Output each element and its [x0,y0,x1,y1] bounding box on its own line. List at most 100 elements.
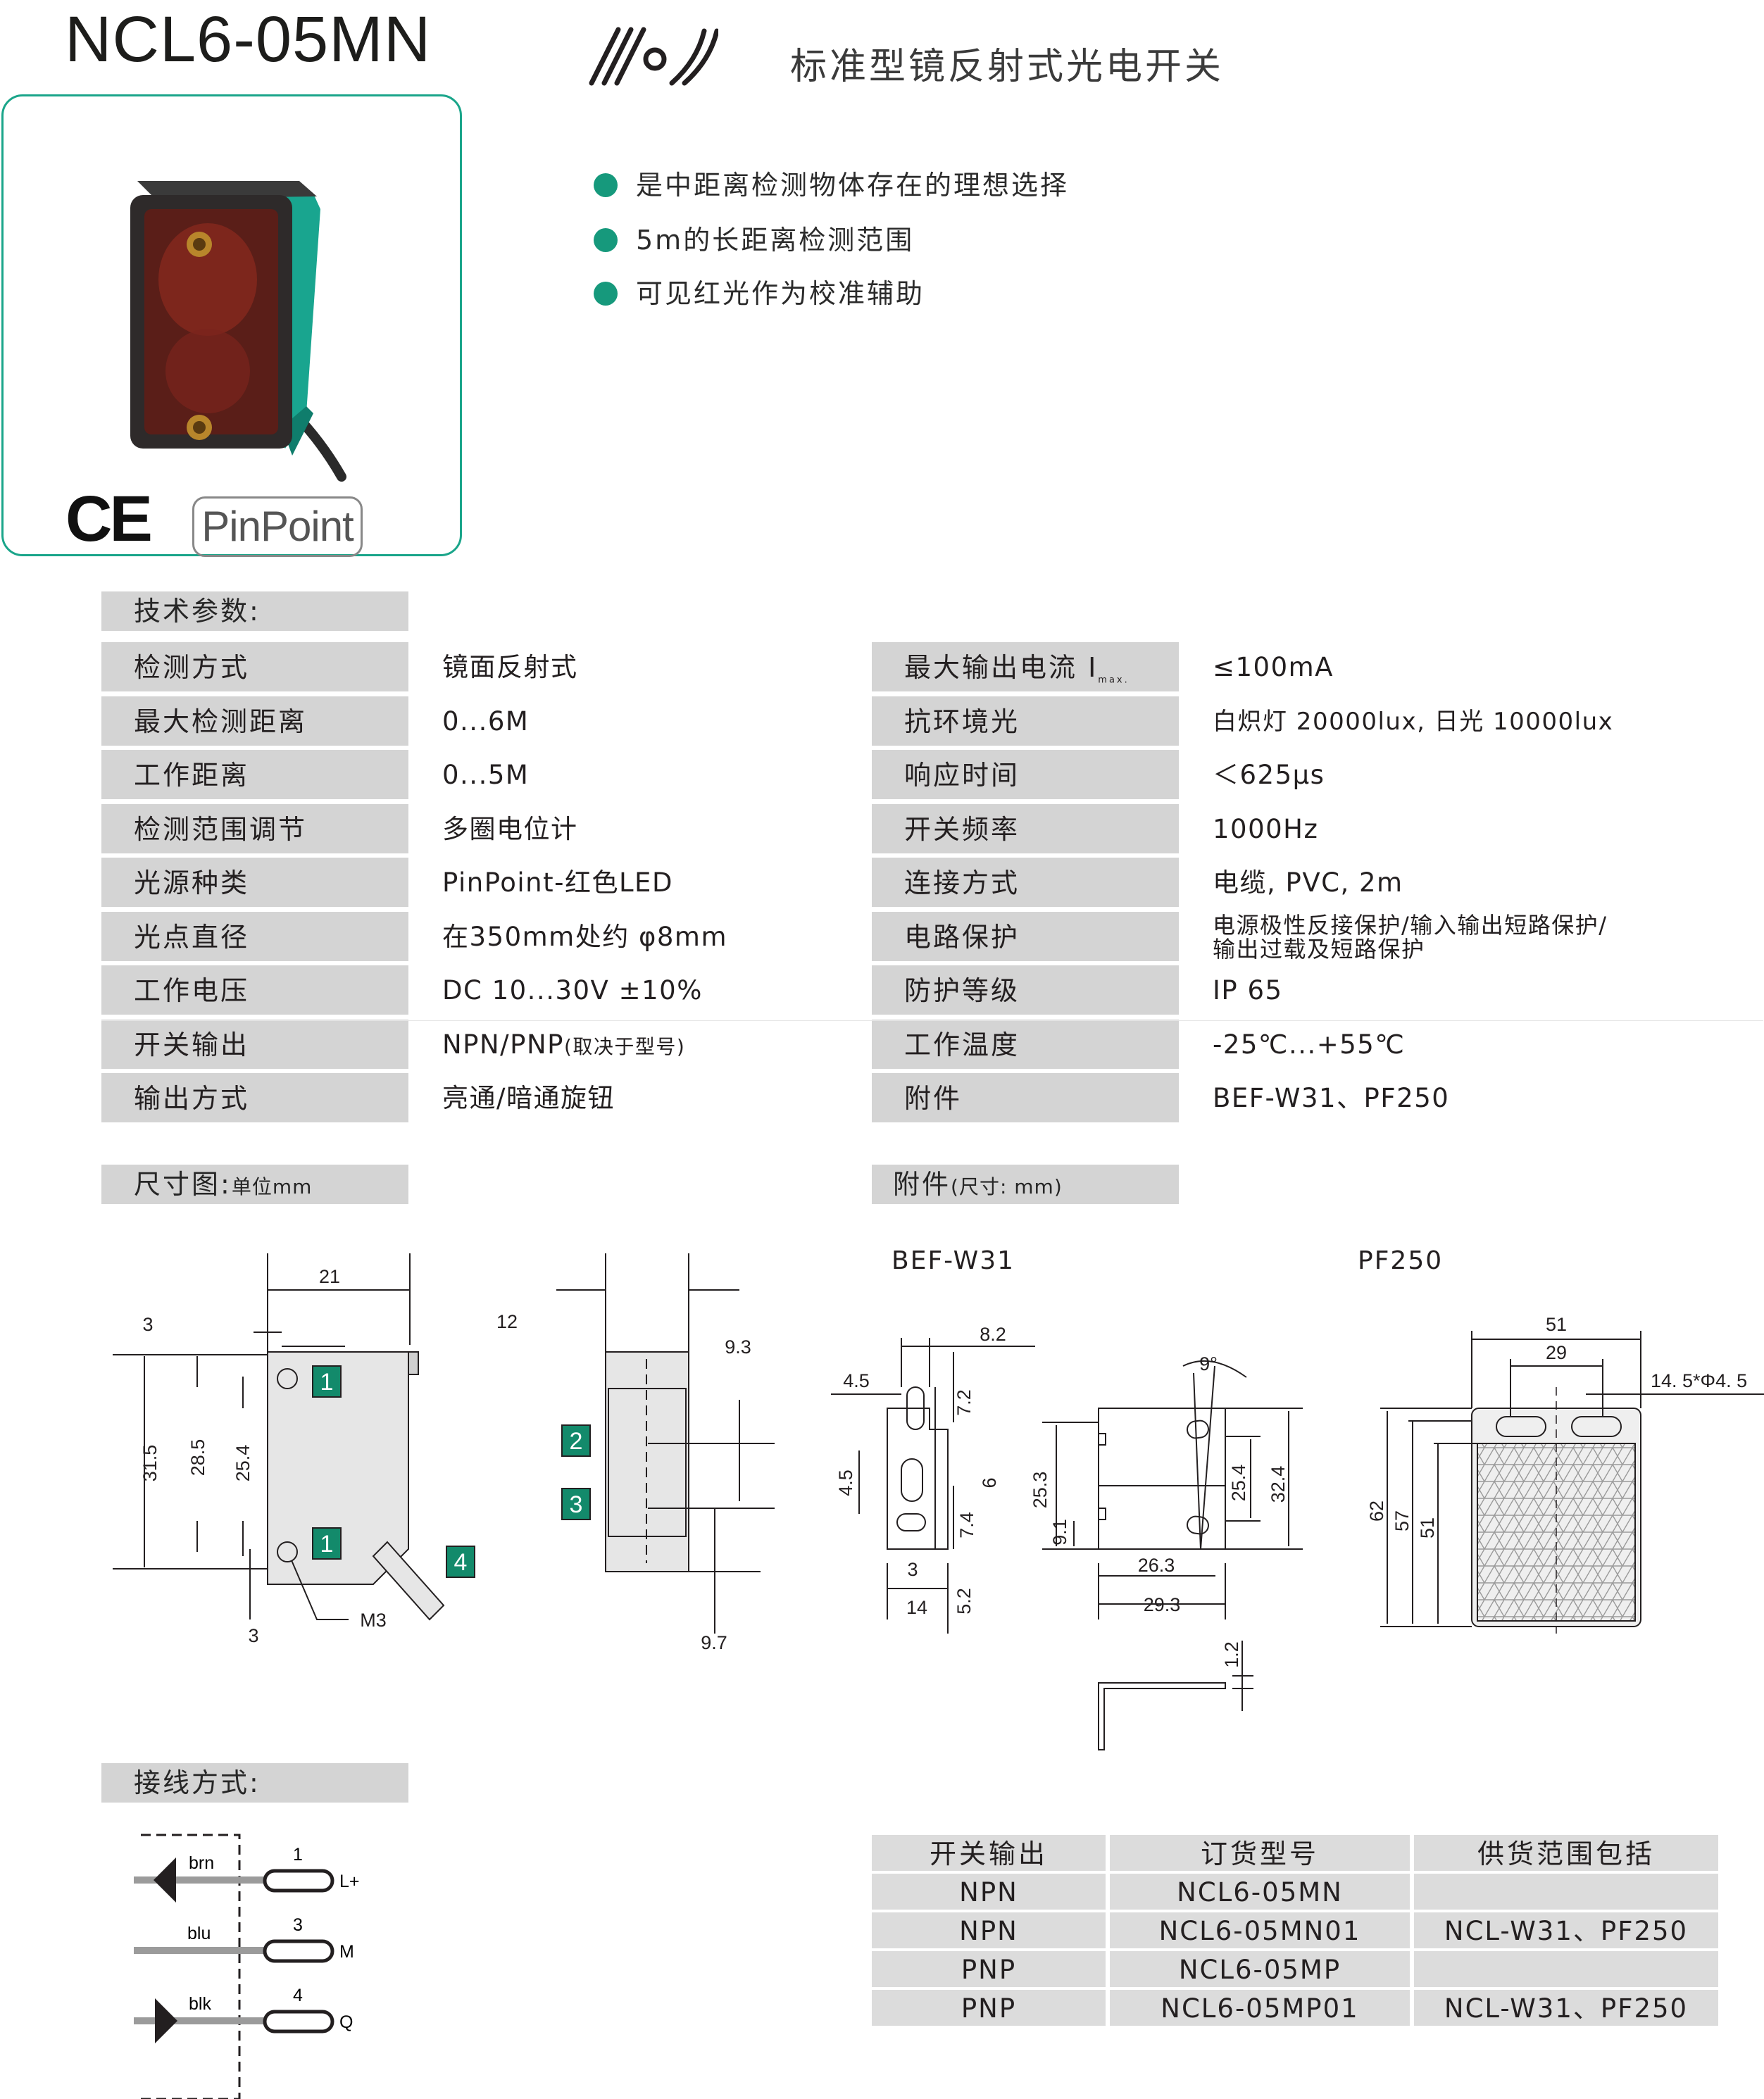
spec-label: 最大输出电流 Imax. [872,642,1179,691]
spec-value: 电缆, PVC, 2m [1213,867,1403,898]
spec-label: 电路保护 [872,911,1179,961]
accessories-header: 附件(尺寸: mm) [872,1165,1179,1204]
dim-label: 25.4 [1228,1465,1249,1502]
spec-value: 0...5M [442,760,530,790]
dim-label: 9.7 [701,1632,727,1653]
wire-color: brn [189,1853,214,1873]
dim-label: 6 [979,1477,1000,1488]
spec-label: 检测范围调节 [101,803,408,853]
tech-params-header: 技术参数: [101,591,408,631]
dim-label: 25.4 [232,1445,254,1482]
feature-item: 是中距离检测物体存在的理想选择 [594,163,1069,202]
bullet-dot-icon [594,281,618,306]
dim-label: 32.4 [1268,1466,1289,1503]
wire-signal: M [339,1942,354,1962]
spec-row: 工作电压 DC 10...30V ±10% 防护等级 IP 65 [101,965,1763,1020]
order-cell [1414,1951,1718,1987]
spec-label: 防护等级 [872,965,1179,1015]
wire-pin: 3 [293,1915,303,1935]
model-title: NCL6-05MN [65,4,432,75]
dim-label: 51 [1417,1517,1438,1539]
ce-mark-logo: CE [65,483,153,555]
order-cell: NCL-W31、PF250 [1414,1990,1718,2026]
spec-value: ≤100mA [1213,652,1334,682]
spec-label: 检测方式 [101,642,408,691]
spec-label: 开关频率 [872,803,1179,853]
spec-value: -25℃...+55℃ [1213,1029,1406,1060]
page-subtitle: 标准型镜反射式光电开关 [790,46,1225,88]
divider [101,1020,1763,1021]
spec-value: 多圈电位计 [442,813,578,844]
dim-label: 9.3 [725,1336,751,1358]
feature-item: 5m的长距离检测范围 [594,218,914,257]
svg-text:2: 2 [570,1428,583,1455]
order-cell: NPN [872,1912,1106,1948]
dim-label: 57 [1391,1510,1413,1531]
wire-pin: 1 [293,1845,303,1865]
spec-value: 0...6M [442,706,530,737]
sensor-photo [130,181,346,482]
reflective-sensor-icon [589,27,718,86]
spec-label: 抗环境光 [872,696,1179,746]
svg-text:4: 4 [454,1549,468,1576]
dim-label: 1.2 [1221,1641,1242,1668]
accessory-title-bef: BEF-W31 [892,1246,1015,1275]
terminal-badge: 2 [561,1424,591,1457]
spec-row: 光源种类 PinPoint-红色LED 连接方式 电缆, PVC, 2m [101,858,1763,912]
product-image-frame: CE PinPoint [1,94,462,557]
dim-label: 51 [1546,1314,1567,1335]
pf250-drawing: 51 29 14. 5*Φ4. 5 62 57 51 [1366,1314,1764,1634]
dim-label: 29.3 [1144,1594,1181,1615]
spec-value: PinPoint-红色LED [442,867,673,898]
spec-row: 最大检测距离 0...6M 抗环境光 白炽灯 20000lux, 日光 1000… [101,696,1763,751]
spec-row: 光点直径 在350mm处约 φ8mm 电路保护 电源极性反接保护/输入输出短路保… [101,911,1763,966]
order-header: 开关输出 [872,1835,1106,1871]
spec-label: 开关输出 [101,1019,408,1069]
dim-label: 7.2 [953,1389,975,1416]
spec-label: 附件 [872,1073,1179,1122]
wire-pin: 4 [293,1986,303,2005]
order-cell: NPN [872,1874,1106,1910]
terminal-badge: 1 [312,1527,342,1560]
spec-value: 白炽灯 20000lux, 日光 10000lux [1213,707,1614,736]
spec-label: 响应时间 [872,750,1179,799]
svg-text:3: 3 [570,1491,583,1518]
dim-label: 3 [907,1559,918,1580]
order-cell: PNP [872,1951,1106,1987]
spec-row: 检测范围调节 多圈电位计 开关频率 1000Hz [101,803,1763,858]
dim-label: 4.5 [835,1470,856,1496]
svg-text:1: 1 [320,1369,334,1396]
spec-value: IP 65 [1213,975,1283,1005]
wiring-header: 接线方式: [101,1763,408,1803]
order-cell: NCL-W31、PF250 [1414,1912,1718,1948]
order-cell: NCL6-05MN01 [1110,1912,1410,1948]
dim-label: 3 [248,1625,258,1646]
spec-label: 光点直径 [101,911,408,961]
order-header: 供货范围包括 [1414,1835,1718,1871]
order-cell: NCL6-05MP01 [1110,1990,1410,2026]
accessory-title-pf: PF250 [1358,1246,1444,1275]
spec-label: 工作电压 [101,965,408,1015]
dim-label: 21 [319,1266,340,1287]
order-header: 订货型号 [1110,1835,1410,1871]
wire-color: blu [187,1924,211,1943]
bef-w31-drawing: 8.2 4.5 7.2 4.5 6 7.4 3 14 5.2 9° 25.3 9… [831,1324,1303,1750]
dim-label: 14. 5*Φ4. 5 [1651,1370,1747,1391]
svg-text:1: 1 [320,1531,334,1558]
order-cell: PNP [872,1990,1106,2026]
spec-row: 工作距离 0...5M 响应时间 ＜625μs [101,750,1763,804]
spec-label: 输出方式 [101,1073,408,1122]
spec-value: 电源极性反接保护/输入输出短路保护/ 输出过载及短路保护 [1213,911,1608,963]
bullet-dot-icon [594,227,618,252]
spec-label: 工作距离 [101,750,408,799]
spec-row: 检测方式 镜面反射式 最大输出电流 Imax. ≤100mA [101,642,1763,696]
spec-value: ＜625μs [1213,760,1325,790]
spec-label: 工作温度 [872,1019,1179,1069]
dim-label: 5.2 [953,1588,975,1615]
dim-label: 9.1 [1049,1519,1070,1546]
terminal-badge: 1 [312,1365,342,1398]
spec-table: 检测方式 镜面反射式 最大输出电流 Imax. ≤100mA 最大检测距离 0.… [101,642,1763,1127]
dim-label: 26.3 [1138,1555,1175,1576]
dim-label: M3 [360,1610,387,1631]
spec-value: DC 10...30V ±10% [442,975,703,1005]
